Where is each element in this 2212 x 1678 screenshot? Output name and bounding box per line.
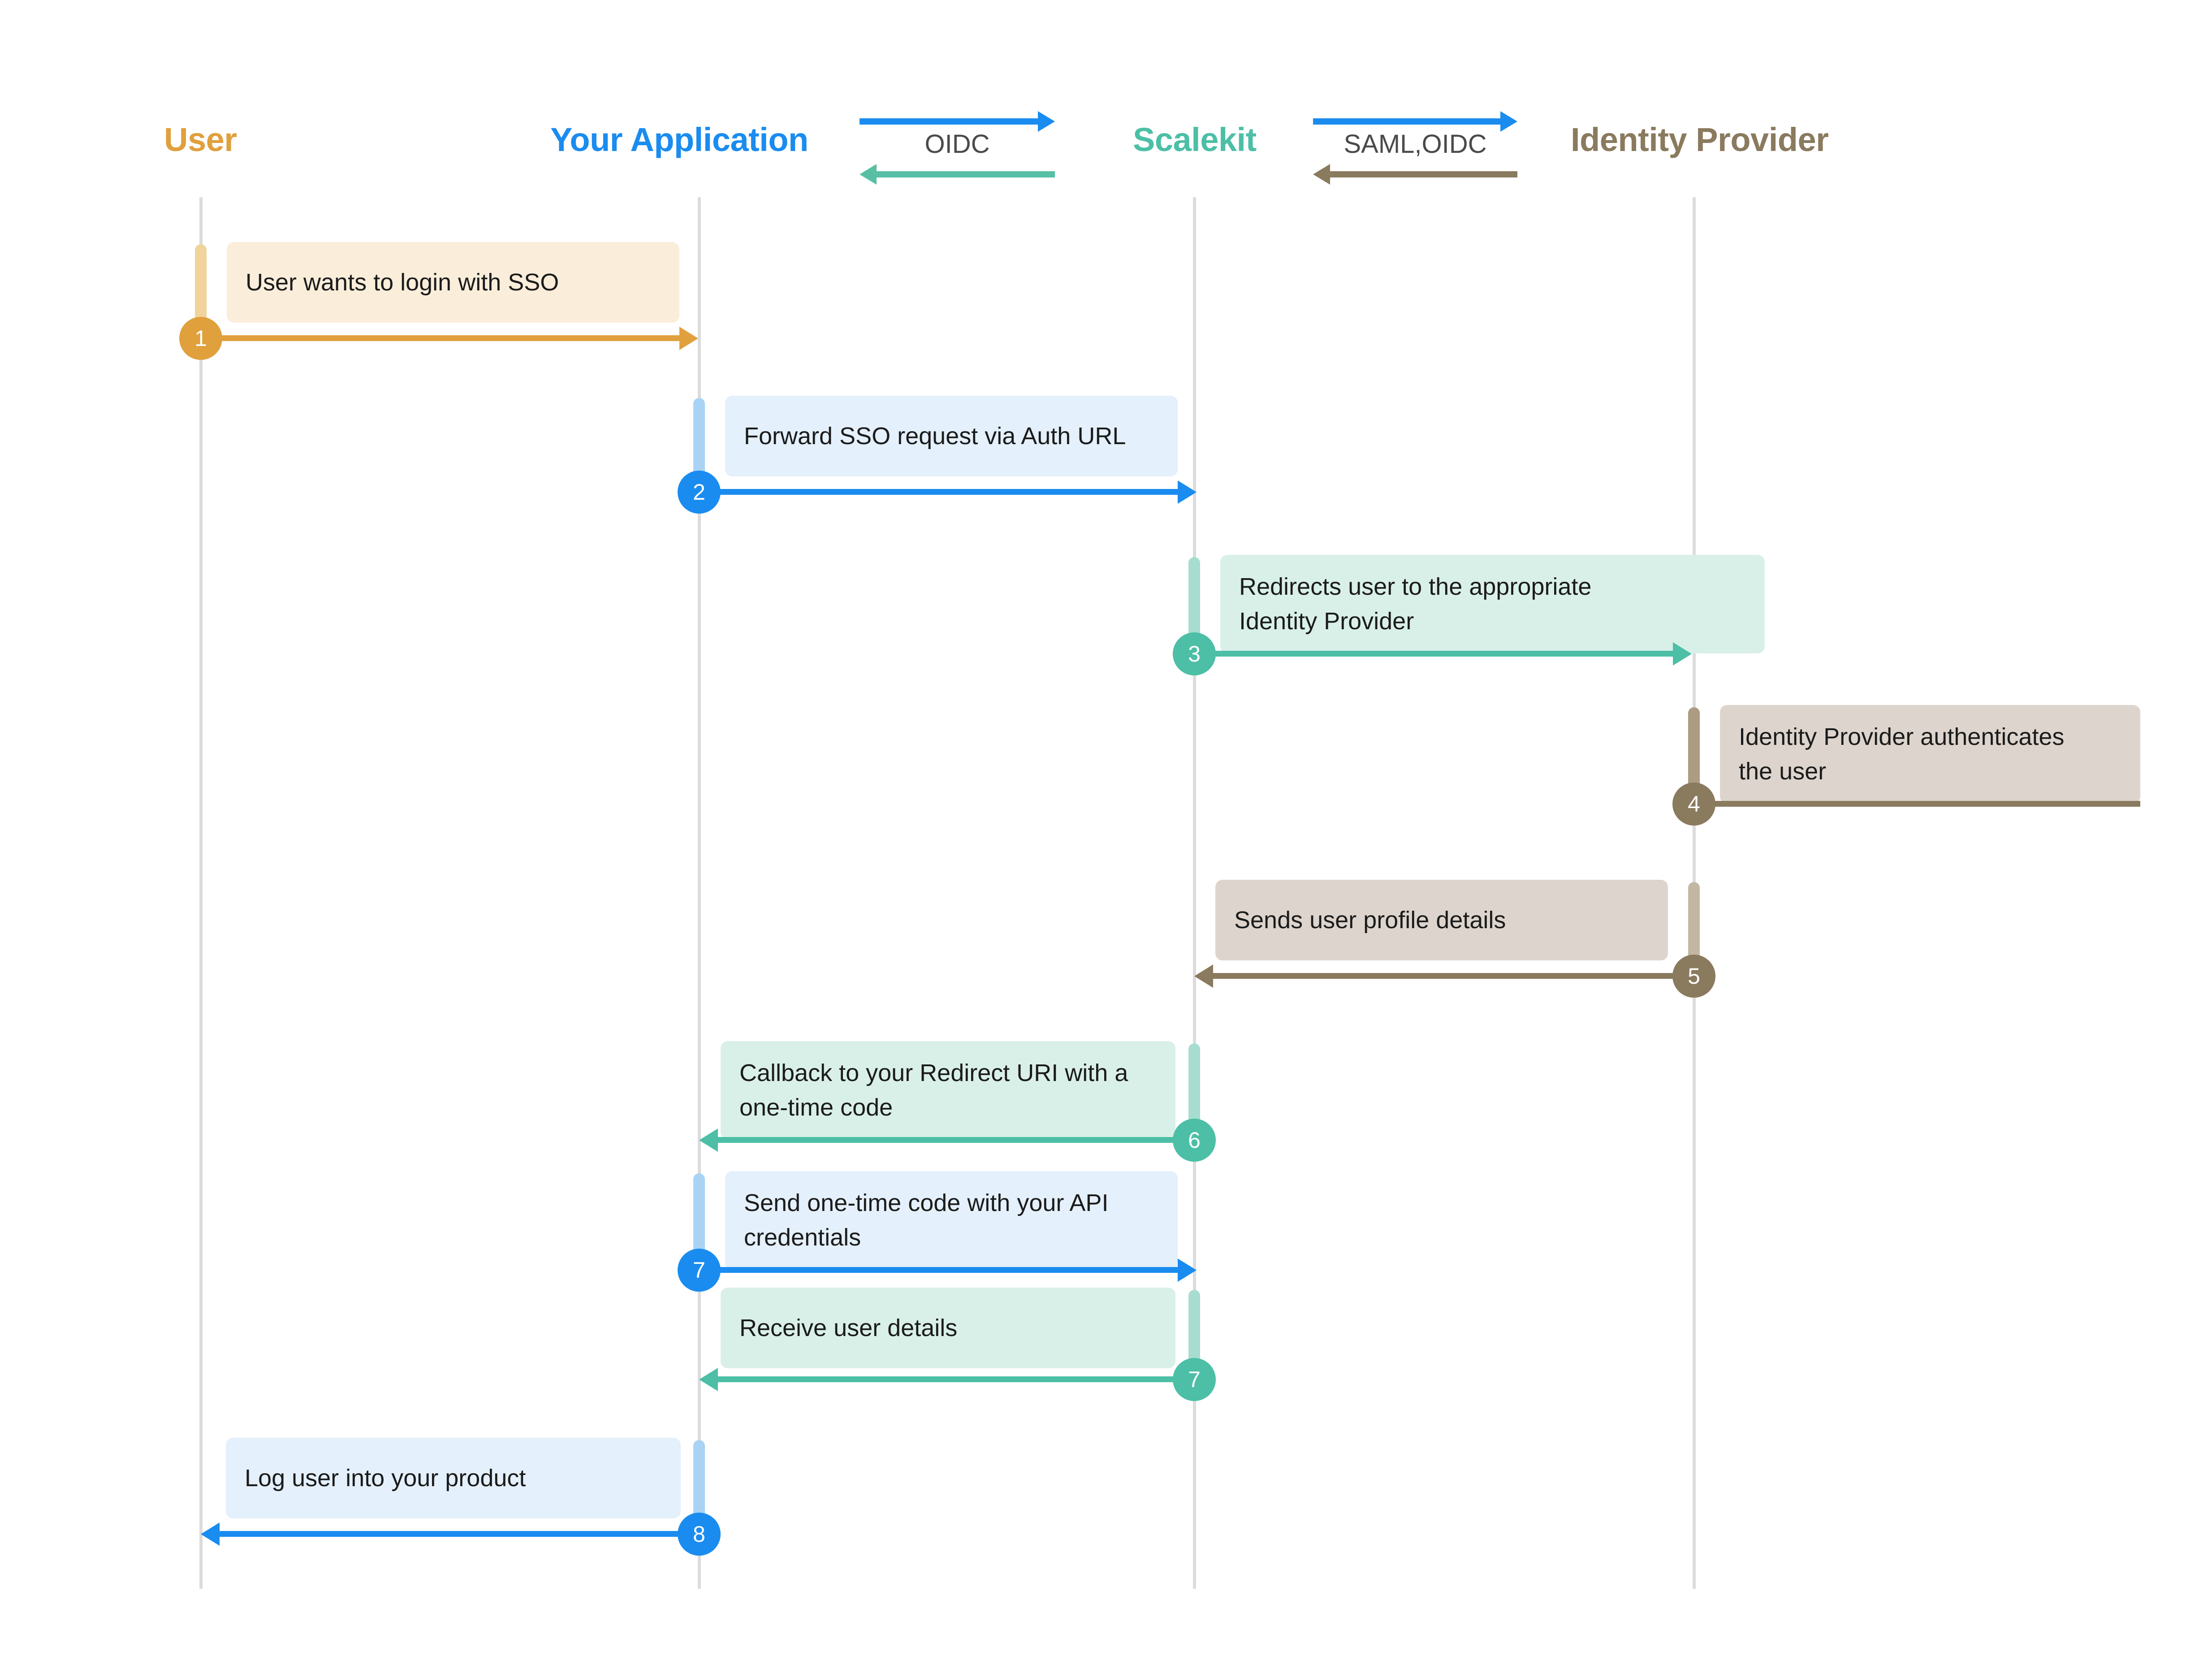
step-badge-1[interactable]: 1 xyxy=(179,317,222,360)
note-step-1: User wants to login with SSO xyxy=(227,242,679,323)
message-arrow-step-4 xyxy=(1694,801,2140,807)
lifeline-scalekit xyxy=(1193,197,1196,1589)
lifeline-user xyxy=(199,197,203,1589)
step-badge-8[interactable]: 8 xyxy=(678,1513,721,1556)
activation-bar-step-5 xyxy=(1688,882,1700,965)
legend-oidc-reverse-arrow xyxy=(860,164,1055,185)
legend-oidc-label: OIDC xyxy=(925,130,990,159)
step-badge-3[interactable]: 3 xyxy=(1173,632,1216,675)
lifeline-your-application xyxy=(698,197,701,1589)
step-badge-2[interactable]: 2 xyxy=(678,471,721,514)
activation-bar-step-1 xyxy=(195,244,207,327)
message-arrow-step-7-response xyxy=(699,1368,1197,1391)
step-badge-6[interactable]: 6 xyxy=(1173,1119,1216,1162)
step-badge-5[interactable]: 5 xyxy=(1672,955,1715,998)
actor-title-your-application: Your Application xyxy=(550,121,808,158)
note-step-5: Sends user profile details xyxy=(1215,880,1668,960)
message-arrow-step-5 xyxy=(1194,964,1694,988)
actor-title-user: User xyxy=(164,121,237,158)
note-step-4: Identity Provider authenticates the user xyxy=(1720,705,2140,804)
actor-title-identity-provider: Identity Provider xyxy=(1571,121,1829,158)
message-arrow-step-7-request xyxy=(699,1258,1197,1282)
note-step-8: Log user into your product xyxy=(226,1438,681,1518)
message-arrow-step-1 xyxy=(201,327,698,350)
note-step-7-response: Receive user details xyxy=(721,1288,1175,1368)
step-badge-7-response[interactable]: 7 xyxy=(1173,1358,1216,1401)
message-arrow-step-3 xyxy=(1194,642,1692,666)
message-arrow-step-8 xyxy=(201,1522,700,1546)
legend-saml-oidc-reverse-arrow xyxy=(1313,164,1517,185)
note-step-3: Redirects user to the appropriate Identi… xyxy=(1220,555,1765,653)
message-arrow-step-2 xyxy=(699,480,1197,504)
activation-bar-step-8 xyxy=(693,1440,705,1523)
message-arrow-step-6 xyxy=(699,1129,1197,1152)
legend-saml-oidc-forward-arrow xyxy=(1313,111,1517,132)
legend-saml-oidc-label: SAML,OIDC xyxy=(1344,130,1487,159)
note-step-7-request: Send one-time code with your API credent… xyxy=(725,1171,1178,1270)
legend-oidc-forward-arrow xyxy=(860,111,1055,132)
actor-title-scalekit: Scalekit xyxy=(1133,121,1257,158)
note-step-6: Callback to your Redirect URI with a one… xyxy=(721,1041,1175,1140)
step-badge-4[interactable]: 4 xyxy=(1672,783,1715,826)
note-step-2: Forward SSO request via Auth URL xyxy=(725,396,1178,476)
step-badge-7-request[interactable]: 7 xyxy=(678,1249,721,1292)
activation-bar-step-2 xyxy=(693,398,705,481)
